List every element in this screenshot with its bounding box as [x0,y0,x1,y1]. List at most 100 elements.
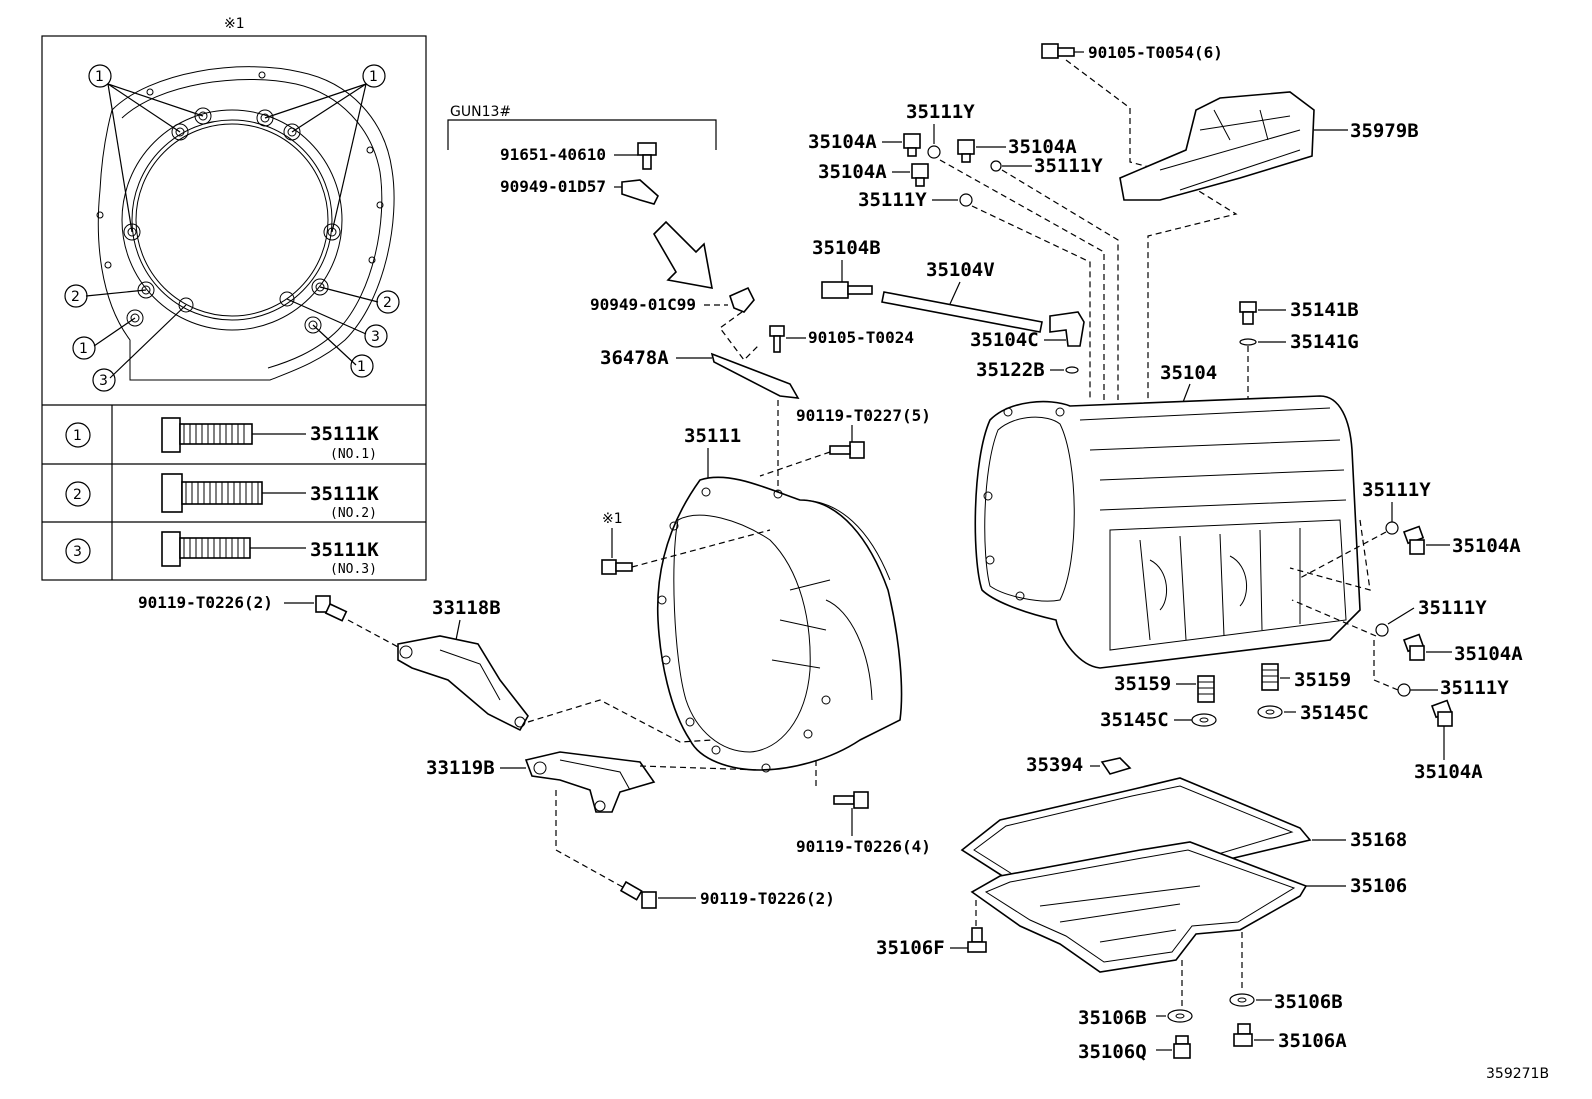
label-35122B: 35122B [976,359,1045,381]
label-35145C-b: 35145C [1300,702,1369,724]
label-35106B-a: 35106B [1078,1007,1147,1029]
right-plugs-group: 35111Y 35104A 35111Y 35104A 35111Y 35104… [1289,479,1523,783]
bell-housing-face-drawing [96,66,395,381]
bolt-90105-T0024 [769,325,785,353]
upper-right-group: 90105-T0054(6) 35979B 35111Y 35104A 3510… [808,43,1419,404]
label-35111Y-r1: 35111Y [1362,479,1431,501]
label-35104B: 35104B [812,237,881,259]
table-note-2: (NO.2) [330,506,377,521]
label-35104A-c: 35104A [818,161,887,183]
gun13-group: GUN13# 91651-40610 90949-01D57 90949-01C… [447,104,931,492]
label-35104A-r1: 35104A [1452,535,1521,557]
label-90119-T0226-b: 90119-T0226(4) [796,837,931,856]
oil-pan-group: 35168 35106 35106F 35106B 35106Q 351 [876,777,1407,1063]
label-35159-b: 35159 [1294,669,1351,691]
label-35104: 35104 [1160,362,1217,384]
bolt-90119-T0226-b [833,791,869,809]
label-35104V: 35104V [926,259,995,281]
bolt-table: 1 35111K (NO.1) 2 35111K (NO.2) 3 35111K… [65,417,379,577]
label-35104A-a: 35104A [808,131,877,153]
label-35111: 35111 [684,425,741,447]
table-part-1: 35111K [310,423,379,445]
label-90949-01C99: 90949-01C99 [590,295,696,314]
callout-1-c: 1 [79,341,88,357]
bracket-label: GUN13# [450,104,511,120]
bolt-91651-40610 [637,142,657,170]
label-35104A-r2: 35104A [1454,643,1523,665]
plug-35104A-c [911,163,929,187]
bracket-33119B [524,751,656,813]
brackets-group: 90119-T0226(2) 33118B 33119B [138,593,931,909]
filter-35394 [1100,757,1132,775]
table-key-3: 3 [73,544,82,560]
transmission-case-35104: 35104 [974,362,1361,669]
lower-right-parts: 35159 35159 35145C 35145C 35394 [1026,663,1369,776]
callout-1-b: 1 [369,69,378,85]
bolt-90119-T0226-c [619,880,657,909]
label-35106A: 35106A [1278,1030,1347,1052]
bracket-33118B [397,635,529,732]
callout-3-b: 3 [99,373,108,389]
label-90105-T0024: 90105-T0024 [808,328,914,347]
label-35141B: 35141B [1290,299,1359,321]
bolt-35141B [1239,301,1257,325]
plug-35104A-a [903,133,921,157]
shaft-35104V [881,291,1043,333]
plug-35106A [1233,1023,1253,1047]
label-90119-T0226-a: 90119-T0226(2) [138,593,273,612]
label-mark1: ※1 [602,511,623,527]
label-91651-40610: 91651-40610 [500,145,606,164]
bolt-90105-T0054 [1041,43,1075,59]
direction-arrow [652,220,713,289]
inset-marker: ※1 [224,16,245,32]
label-90105-T0054: 90105-T0054(6) [1088,43,1223,62]
table-note-1: (NO.1) [330,447,377,462]
label-35394: 35394 [1026,754,1083,776]
label-35106: 35106 [1350,875,1407,897]
label-35111Y-top: 35111Y [906,101,975,123]
label-35104C: 35104C [970,329,1039,351]
label-35111Y-r3: 35111Y [1440,677,1509,699]
callout-2-b: 2 [383,295,392,311]
label-35159-a: 35159 [1114,673,1171,695]
piston-35159-b [1261,663,1279,691]
bolt-mark1 [601,559,633,575]
callout-1-a: 1 [95,69,104,85]
callout-2-a: 2 [71,289,80,305]
label-90119-T0226-c: 90119-T0226(2) [700,889,835,908]
callout-3-a: 3 [371,329,380,345]
table-key-2: 2 [73,487,82,503]
label-90119-T0227: 90119-T0227(5) [796,406,931,425]
bolt-90119-T0226-a [315,595,348,622]
bell-housing-35111: 35111 ※1 [601,425,903,773]
plug-35104A-r2 [1402,633,1425,661]
label-35106F: 35106F [876,937,945,959]
label-33119B: 33119B [426,757,495,779]
label-35104A-b: 35104A [1008,136,1077,158]
inset-leaders [85,83,379,379]
plug-35104A-r3 [1430,699,1453,727]
table-note-3: (NO.3) [330,562,377,577]
clip-90949-01C99 [729,286,755,313]
inset-callouts: 1 1 2 2 1 3 3 1 [64,64,400,392]
bracket-36478A [710,352,800,399]
label-33118B: 33118B [432,597,501,619]
table-part-2: 35111K [310,483,379,505]
plug-35106Q [1173,1035,1191,1059]
label-35145C-a: 35145C [1100,709,1169,731]
elbow-35104C [1049,311,1085,347]
label-35111Y-b: 35111Y [1034,155,1103,177]
plug-35104A-r1 [1402,525,1425,555]
plug-35104A-b [957,139,975,163]
label-35168: 35168 [1350,829,1407,851]
label-35979B: 35979B [1350,120,1419,142]
label-35106B-b: 35106B [1274,991,1343,1013]
table-part-3: 35111K [310,539,379,561]
table-key-1: 1 [73,428,82,444]
bolt-90119-T0227 [829,441,865,459]
label-35141G: 35141G [1290,331,1359,353]
bolt-35106F [967,927,987,953]
callout-1-d: 1 [357,359,366,375]
label-90949-01D57: 90949-01D57 [500,177,606,196]
